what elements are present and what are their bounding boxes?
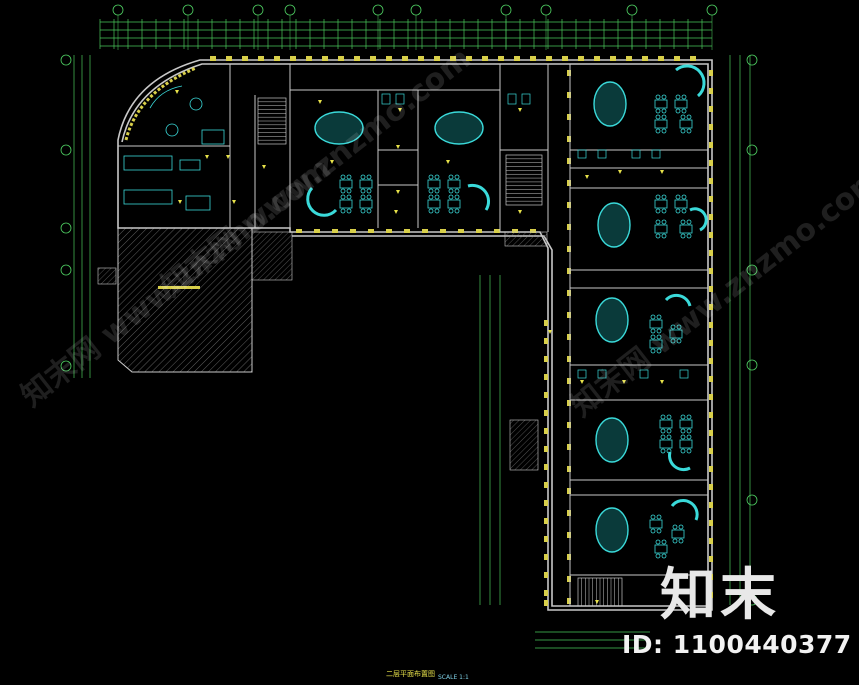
brand-logo-text: 知末 (660, 563, 780, 628)
left-dimension-lines (73, 55, 91, 378)
corridor-hatch-mid (509, 419, 539, 471)
curved-corner-wall (124, 66, 197, 141)
terrace-label-bar (158, 286, 200, 289)
stair-treads-2 (506, 158, 542, 202)
reading-corners (306, 64, 708, 521)
classroom-rugs (314, 81, 631, 553)
drawing-scale: SCALE 1:1 (438, 674, 469, 681)
toilet-fixtures (381, 93, 689, 379)
right-dimension-lines (729, 55, 751, 605)
top-dimension-lines (100, 21, 712, 47)
desk-clusters (339, 94, 693, 559)
entry-canopy (97, 267, 117, 285)
interior-partitions (118, 64, 708, 606)
grid-bubbles (60, 4, 758, 606)
bottom-dimension-lines (535, 631, 650, 649)
office-furniture (123, 85, 225, 211)
corridor-hatch-right (504, 231, 548, 247)
wall-columns (210, 56, 713, 606)
stair-treads-1 (258, 101, 286, 141)
image-id-label: ID: 1100440377 (622, 630, 852, 659)
elevation-markers (175, 90, 664, 604)
corridor-hatch-top (251, 231, 293, 281)
drawing-title: 二层平面布置图 (386, 670, 435, 678)
stair-treads-3 (581, 578, 619, 606)
top-dimension-ticks (99, 19, 703, 49)
stair-top-right (505, 154, 543, 206)
inner-left-dimension-lines (479, 275, 501, 605)
